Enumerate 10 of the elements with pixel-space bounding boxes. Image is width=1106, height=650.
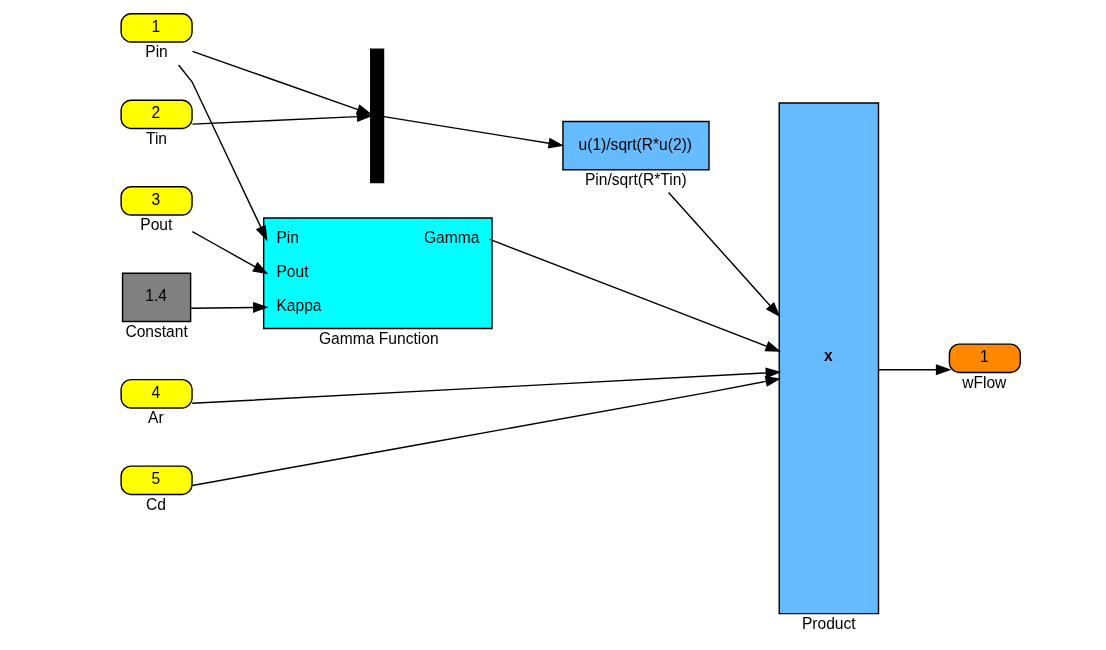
node-label: Tin xyxy=(145,129,168,147)
node-label: Ar xyxy=(148,409,164,427)
node-label: Gamma Function xyxy=(318,329,439,347)
node-label: Pin/sqrt(R*Tin) xyxy=(584,171,687,189)
node-label: Pin xyxy=(145,43,168,61)
node-label: Product xyxy=(801,614,856,632)
node-label: Cd xyxy=(145,495,166,513)
node-label: Constant xyxy=(125,322,188,340)
node-label: Pout xyxy=(140,216,173,234)
node-label: wFlow xyxy=(962,373,1007,391)
